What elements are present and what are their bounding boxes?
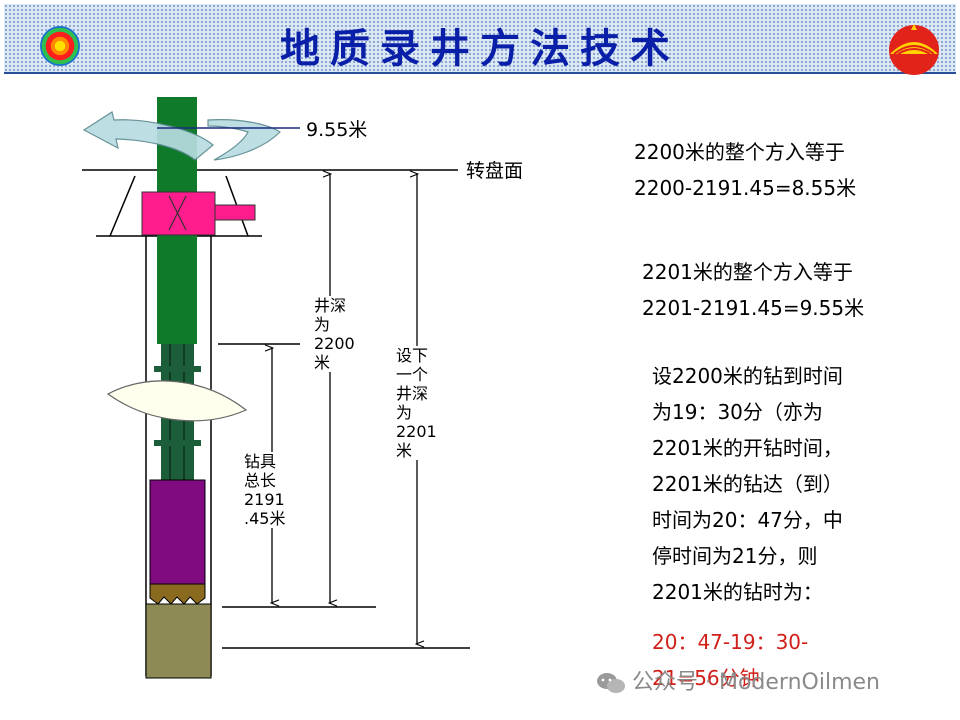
- rotary-table-left-side: [109, 175, 136, 237]
- rotation-arrow-tail: [207, 119, 281, 161]
- borehole-section-shape: [106, 380, 248, 422]
- wechat-icon: [597, 673, 625, 693]
- drill-bit: [149, 583, 206, 605]
- bushing-cross: [168, 195, 187, 231]
- rotation-arrow-icon: [82, 111, 214, 161]
- drill-collar: [149, 479, 206, 585]
- explanation-block-2: 2201米的整个方入等于 2201-2191.45=9.55米: [642, 260, 865, 320]
- label-next-depth: 设下 一个 井深 为 2201 米: [396, 346, 444, 460]
- formation-block: [145, 603, 212, 679]
- explanation-block-1: 2200米的整个方入等于 2200-2191.45=8.55米: [634, 140, 857, 200]
- page-title: 地质录井方法技术: [280, 26, 680, 72]
- label-well-depth: 井深 为 2200 米: [314, 296, 362, 372]
- bushing-handle: [214, 204, 256, 221]
- tool-joint-upper: [154, 366, 201, 372]
- watermark: 公众号 · ModernOilmen: [596, 664, 880, 696]
- label-kelly-top: 9.55米: [306, 119, 368, 141]
- tool-joint-lower: [154, 440, 201, 446]
- label-rotary-surface: 转盘面: [466, 160, 524, 182]
- explanation-block-3: 设2200米的钻到时间 为19：30分（亦为 2201米的开钻时间， 2201米…: [652, 364, 843, 604]
- watermark-text: 公众号 · ModernOilmen: [632, 670, 880, 695]
- header-banner: 地质录井方法技术: [4, 4, 956, 75]
- color-wheel-logo: [40, 26, 80, 66]
- kelly-bushing: [141, 191, 216, 236]
- label-tool-length: 钻具 总长 2191 .45米: [244, 452, 292, 528]
- calculation-result: 20：47-19：30- 21=56分钟: [652, 630, 809, 690]
- petrochina-logo-icon: [889, 24, 939, 75]
